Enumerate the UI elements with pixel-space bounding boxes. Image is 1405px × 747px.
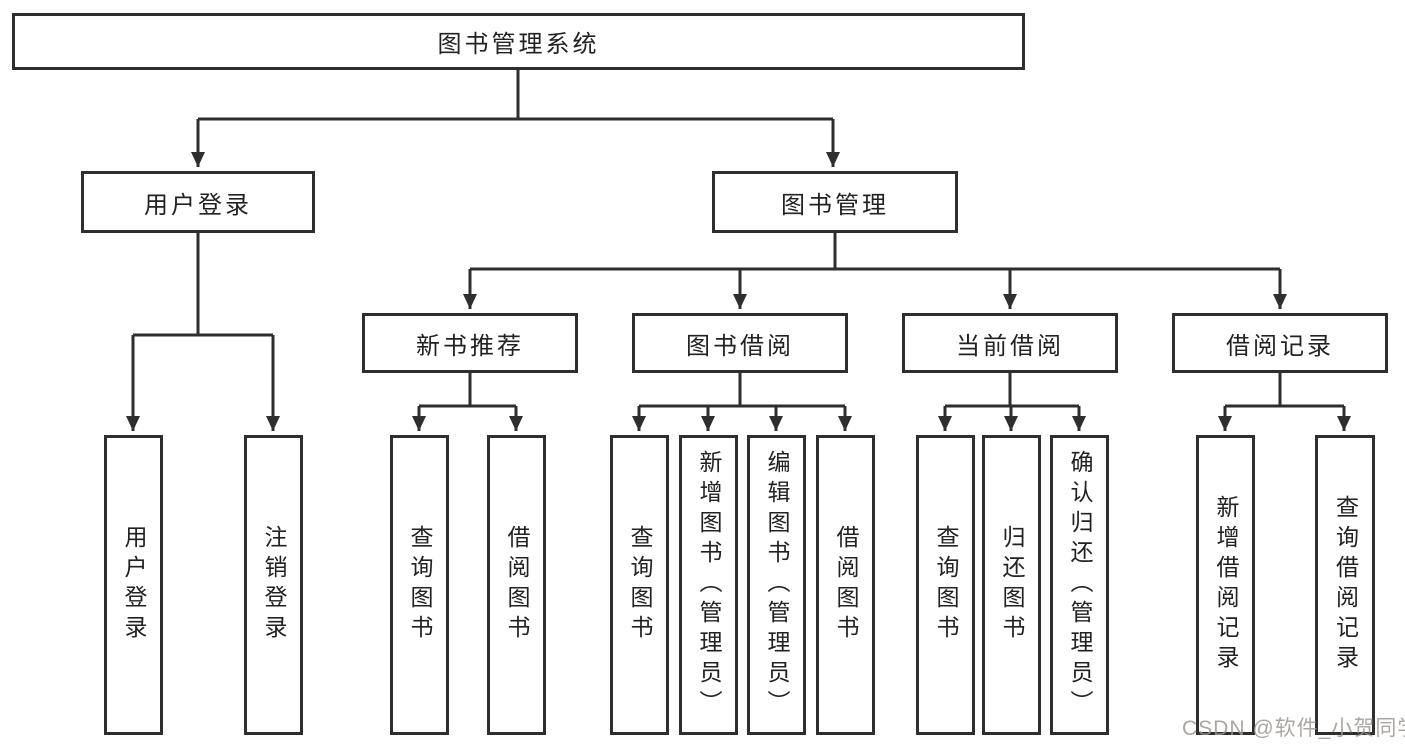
leaf-user-login: 用户登录 <box>104 435 163 735</box>
node-current-borrow: 当前借阅 <box>902 313 1118 373</box>
leaf-confirm-return-admin: 确认归还（管理员） <box>1050 435 1109 735</box>
leaf-recommend-borrow-books: 借阅图书 <box>487 435 546 735</box>
leaf-logout: 注销登录 <box>244 435 303 735</box>
leaf-edit-books-admin: 编辑图书（管理员） <box>747 435 806 735</box>
node-user-login: 用户登录 <box>81 171 315 233</box>
leaf-add-books-admin: 新增图书（管理员） <box>679 435 738 735</box>
leaf-add-borrow-record: 新增借阅记录 <box>1196 435 1255 735</box>
leaf-current-query-books: 查询图书 <box>916 435 975 735</box>
leaf-return-books: 归还图书 <box>982 435 1041 735</box>
node-borrow-records: 借阅记录 <box>1172 313 1388 373</box>
node-book-management: 图书管理 <box>712 171 958 233</box>
node-book-borrow: 图书借阅 <box>632 313 848 373</box>
node-library-management-system: 图书管理系统 <box>12 13 1025 70</box>
leaf-borrow-books: 借阅图书 <box>816 435 875 735</box>
leaf-recommend-query-books: 查询图书 <box>390 435 449 735</box>
node-new-book-recommend: 新书推荐 <box>362 313 578 373</box>
leaf-query-borrow-record: 查询借阅记录 <box>1315 435 1375 735</box>
leaf-borrow-query-books: 查询图书 <box>610 435 669 735</box>
